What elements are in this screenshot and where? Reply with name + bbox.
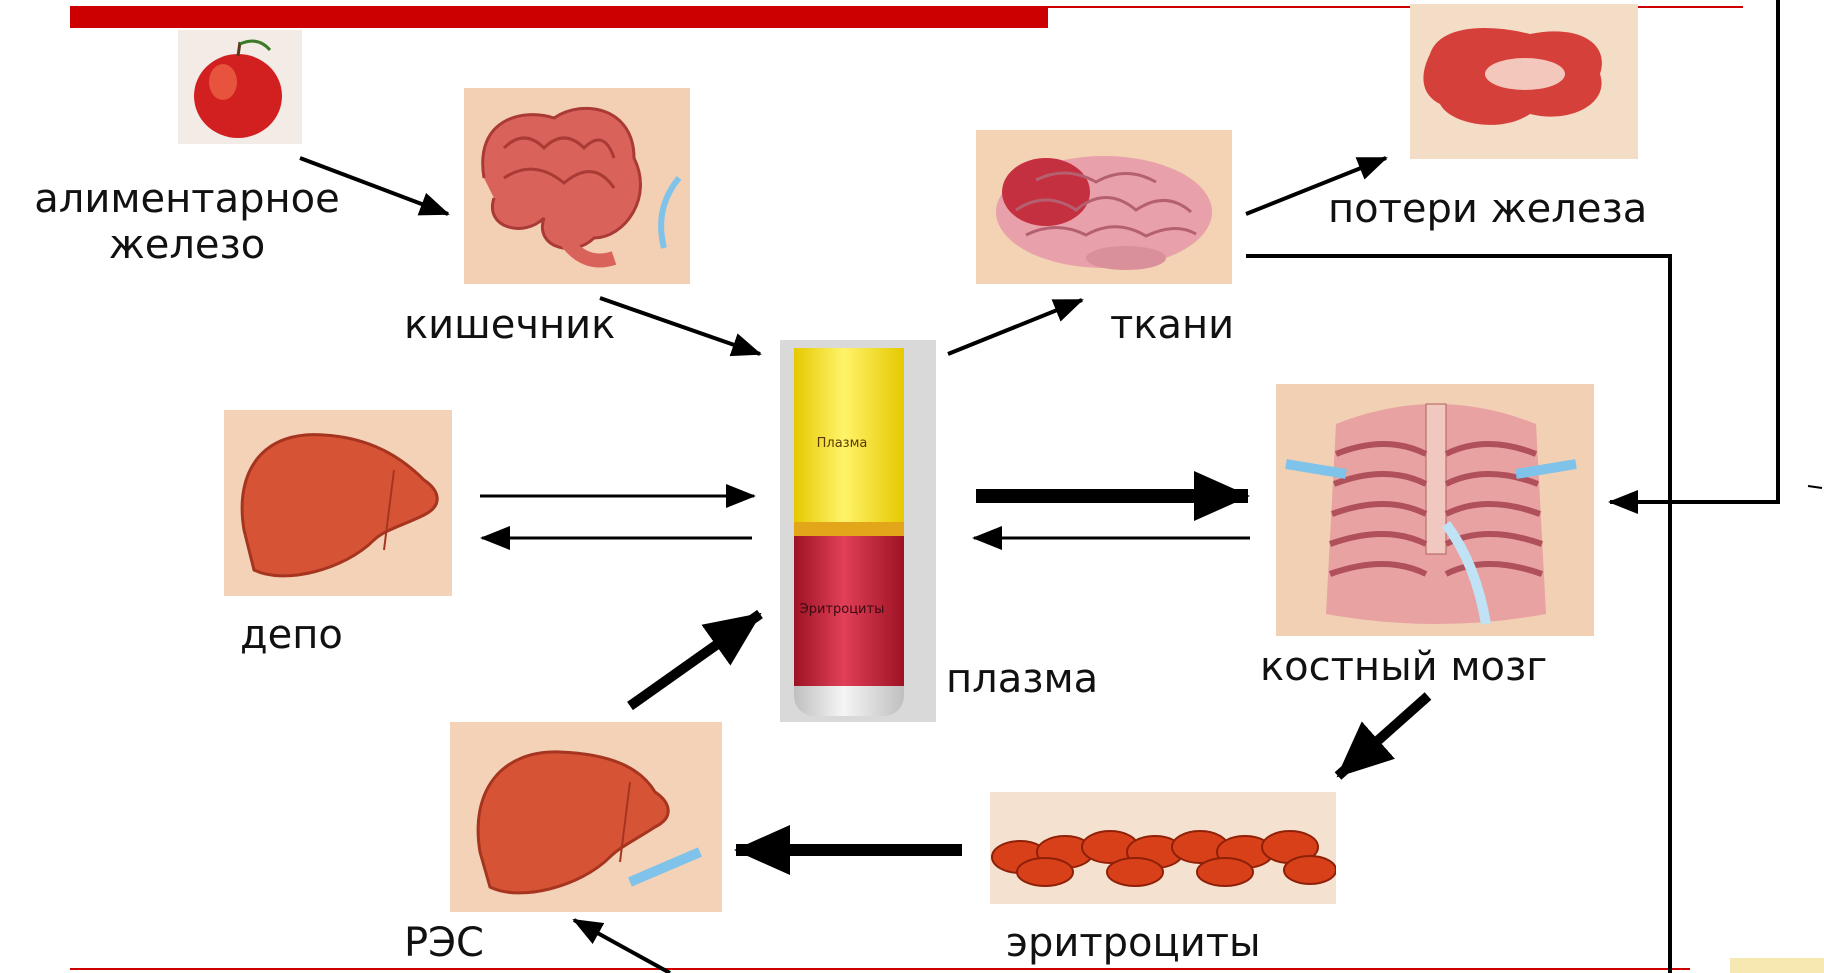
label-erythrocytes: эритроциты	[1006, 920, 1261, 966]
connector-tissues-down	[1246, 256, 1670, 973]
arrow-res-to-plasma	[630, 614, 760, 706]
arrow-marrow-to-erythrocytes	[1338, 696, 1428, 776]
label-intestine: кишечник	[404, 302, 615, 348]
label-bone-marrow: костный мозг	[1260, 644, 1547, 690]
label-depot: депо	[240, 612, 343, 658]
label-alimentary-line2: железо	[8, 222, 366, 268]
label-alimentary-iron: алиментарное железо	[8, 176, 366, 268]
arrow-bottom-to-res	[574, 920, 670, 973]
label-tissues: ткани	[1110, 302, 1234, 348]
arrow-intestine-to-plasma	[600, 298, 760, 354]
connector-right-to-marrow	[1610, 0, 1778, 502]
label-res: РЭС	[404, 920, 484, 966]
label-iron-loss: потери железа	[1328, 186, 1647, 232]
label-plasma: плазма	[946, 656, 1098, 702]
stray-arrow-right	[1808, 486, 1822, 488]
label-alimentary-line1: алиментарное	[8, 176, 366, 222]
arrow-plasma-to-tissues	[948, 300, 1082, 354]
